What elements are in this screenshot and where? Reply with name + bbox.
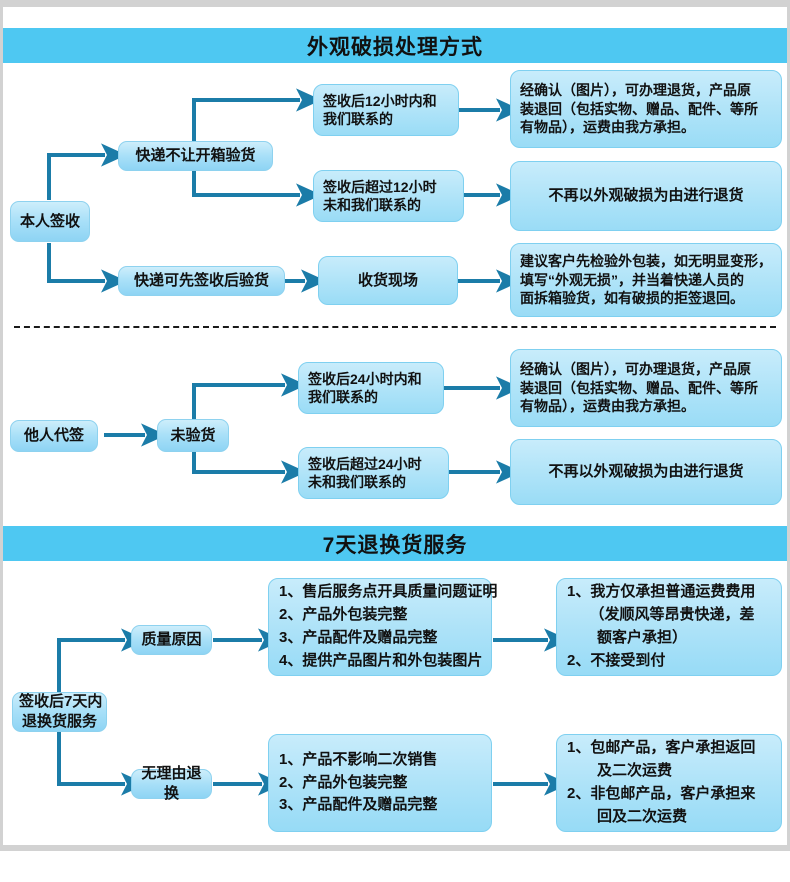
result-text: 不再以外观破损为由进行退货 <box>548 463 744 481</box>
node-condition-within-12h[interactable]: 签收后12小时内和 我们联系的 <box>313 84 459 136</box>
node-result-no-reason-shipping[interactable]: 1、包邮产品，客户承担返回 及二次运费 2、非包邮产品，客户承担来 回及二次运费 <box>556 734 782 832</box>
result-text: 建议客户先检验外包装，如无明显变形， 填写“外观无损”，并当着快递人员的 面拆箱… <box>520 253 772 307</box>
result-text: 不再以外观破损为由进行退货 <box>548 187 744 205</box>
condition-text: 收货现场 <box>357 271 418 289</box>
result-text: 1、包邮产品，客户承担返回 及二次运费 2、非包邮产品，客户承担来 回及二次运费 <box>567 739 756 825</box>
node-mid-sign-then-inspect[interactable]: 快递可先签收后验货 <box>118 266 285 296</box>
node-condition-over-24h[interactable]: 签收后超过24小时 未和我们联系的 <box>298 447 449 499</box>
conditions-text: 1、产品不影响二次销售 2、产品外包装完整 3、产品配件及赠品完整 <box>279 750 438 814</box>
node-root-self-signed[interactable]: 本人签收 <box>10 201 90 242</box>
condition-text: 签收后超过24小时 未和我们联系的 <box>308 455 422 490</box>
node-root-proxy-signed[interactable]: 他人代签 <box>10 420 98 452</box>
result-text: 1、我方仅承担普通运费费用 （发顺风等昂贵快递，差 额客户承担） 2、不接受到付 <box>567 583 756 669</box>
node-result-refund-allowed-2[interactable]: 经确认（图片），可办理退货，产品原 装退回（包括实物、赠品、配件、等所 有物品）… <box>510 349 782 427</box>
section-divider <box>14 326 776 328</box>
node-result-quality-shipping[interactable]: 1、我方仅承担普通运费费用 （发顺风等昂贵快递，差 额客户承担） 2、不接受到付 <box>556 578 782 676</box>
node-condition-receiving-scene[interactable]: 收货现场 <box>318 256 458 305</box>
node-mid-no-reason-return[interactable]: 无理由退换 <box>131 765 212 802</box>
condition-text: 签收后12小时内和 我们联系的 <box>323 92 437 127</box>
result-text: 经确认（图片），可办理退货，产品原 装退回（包括实物、赠品、配件、等所 有物品）… <box>520 361 758 415</box>
condition-text: 签收后24小时内和 我们联系的 <box>308 370 422 405</box>
page-frame-left <box>0 0 3 851</box>
node-conditions-quality[interactable]: 1、售后服务点开具质量问题证明 2、产品外包装完整 3、产品配件及赠品完整 4、… <box>268 578 497 676</box>
root-text: 签收后7天内 退换货服务 <box>19 693 103 730</box>
node-conditions-no-reason[interactable]: 1、产品不影响二次销售 2、产品外包装完整 3、产品配件及赠品完整 <box>268 734 492 832</box>
node-result-inspect-advice[interactable]: 建议客户先检验外包装，如无明显变形， 填写“外观无损”，并当着快递人员的 面拆箱… <box>510 243 782 317</box>
node-mid-not-inspected[interactable]: 未验货 <box>157 419 229 452</box>
node-root-seven-day-service[interactable]: 签收后7天内 退换货服务 <box>12 692 107 732</box>
node-result-refund-allowed-1[interactable]: 经确认（图片），可办理退货，产品原 装退回（包括实物、赠品、配件、等所 有物品）… <box>510 70 782 148</box>
node-condition-over-12h[interactable]: 签收后超过12小时 未和我们联系的 <box>313 170 464 222</box>
node-mid-no-open-inspection[interactable]: 快递不让开箱验货 <box>118 141 273 171</box>
conditions-text: 1、售后服务点开具质量问题证明 2、产品外包装完整 3、产品配件及赠品完整 4、… <box>279 583 498 669</box>
node-result-no-refund-2[interactable]: 不再以外观破损为由进行退货 <box>510 439 782 505</box>
section-banner-appearance-damage: 外观破损处理方式 <box>3 28 787 63</box>
node-result-no-refund-1[interactable]: 不再以外观破损为由进行退货 <box>510 161 782 231</box>
node-condition-within-24h[interactable]: 签收后24小时内和 我们联系的 <box>298 362 444 414</box>
node-mid-quality-reason[interactable]: 质量原因 <box>131 625 212 655</box>
result-text: 经确认（图片），可办理退货，产品原 装退回（包括实物、赠品、配件、等所 有物品）… <box>520 82 758 136</box>
condition-text: 签收后超过12小时 未和我们联系的 <box>323 178 437 213</box>
page-frame-right <box>787 0 790 851</box>
section-banner-seven-day-return: 7天退换货服务 <box>3 526 787 561</box>
page-frame-bottom <box>0 845 790 851</box>
page-frame-top <box>0 0 790 7</box>
